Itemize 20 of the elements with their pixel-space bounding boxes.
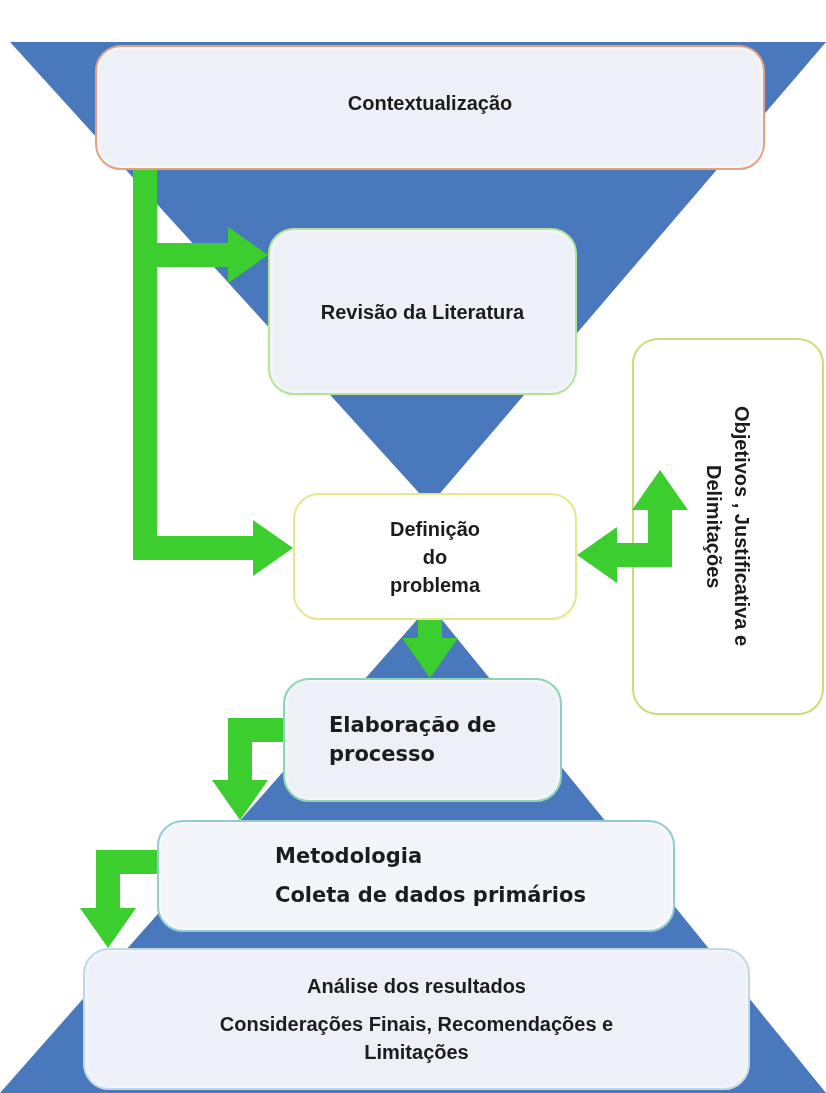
box-label: Considerações Finais, Recomendações e Limitações — [218, 1012, 615, 1065]
arrow — [80, 850, 157, 948]
process-box — [632, 338, 824, 715]
box-label: Análise dos resultados — [307, 974, 526, 999]
process-box — [283, 678, 562, 802]
arrow — [402, 620, 458, 678]
box-label: Coleta de dados primários — [275, 882, 586, 909]
box-label: Definição do problema — [389, 516, 482, 598]
box-label: Objetivos , Justificativa e Delimitações — [702, 405, 754, 649]
process-box — [83, 948, 750, 1090]
process-box — [157, 820, 675, 932]
box-label: Revisão da Literatura — [320, 299, 525, 325]
process-box — [293, 493, 577, 620]
process-box — [95, 45, 765, 170]
process-box — [268, 228, 577, 395]
arrow — [577, 470, 688, 583]
arrow — [212, 718, 283, 820]
box-label: Metodologia — [275, 842, 423, 870]
box-label: Contextualização — [347, 90, 513, 116]
box-label: Elaboração de processo — [329, 711, 498, 768]
